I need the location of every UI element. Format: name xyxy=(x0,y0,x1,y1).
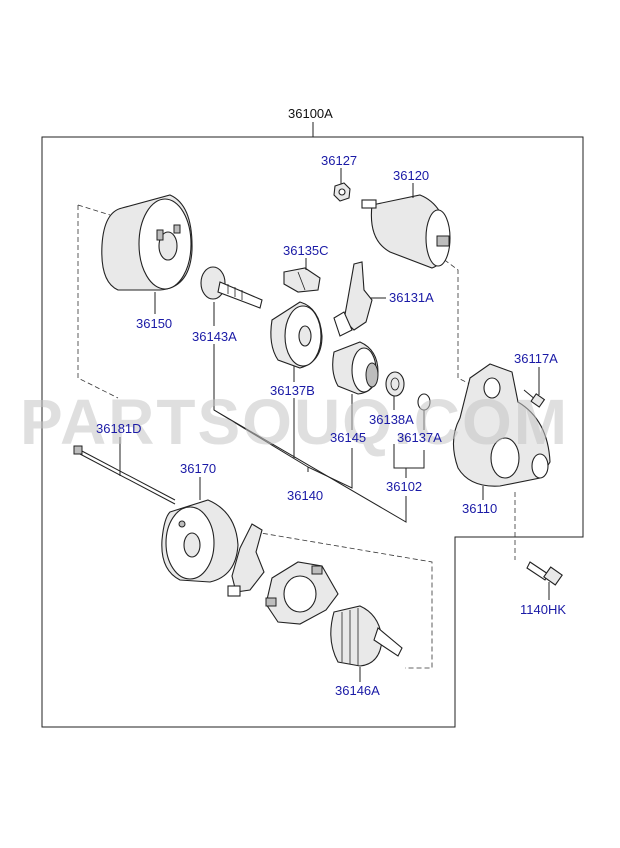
label-36138a: 36138A xyxy=(369,412,414,427)
front-bracket-part xyxy=(452,363,551,487)
drive-shaft-part xyxy=(200,266,263,309)
label-36140: 36140 xyxy=(287,488,323,503)
brush-holder-part xyxy=(265,561,339,625)
label-36135c: 36135C xyxy=(283,243,329,258)
guide-dash-left-top xyxy=(77,204,111,216)
watermark-text: PARTSOUQ.COM xyxy=(20,386,569,458)
retainer-clip-part xyxy=(283,267,321,293)
label-36110: 36110 xyxy=(462,501,497,516)
flange-bolt-part xyxy=(526,561,563,586)
label-36170: 36170 xyxy=(180,461,216,476)
through-bolt-part xyxy=(73,445,176,505)
leader-36140-to-36102 xyxy=(213,409,407,523)
guide-dash-right xyxy=(437,254,479,389)
stop-collar-inner xyxy=(390,377,400,391)
label-36127: 36127 xyxy=(321,153,357,168)
armature-part xyxy=(330,605,403,667)
rear-bracket-part xyxy=(161,499,239,583)
brush-spring-part xyxy=(227,523,265,597)
label-36137b: 36137B xyxy=(270,383,315,398)
label-36102: 36102 xyxy=(386,479,422,494)
overrunning-clutch-part xyxy=(332,341,379,395)
small-bolt-part xyxy=(523,389,546,408)
stop-collar-part xyxy=(385,371,405,397)
solenoid-part xyxy=(361,194,451,269)
label-1140hk: 1140HK xyxy=(520,602,566,617)
label-36143a: 36143A xyxy=(192,329,237,344)
label-36131a: 36131A xyxy=(389,290,434,305)
gear-housing-part xyxy=(270,301,323,369)
label-36137a: 36137A xyxy=(397,430,442,445)
leader-36102-group xyxy=(393,444,425,478)
label-36145: 36145 xyxy=(330,430,366,445)
guide-dash-brush xyxy=(254,531,433,669)
label-36150: 36150 xyxy=(136,316,172,331)
nut-part xyxy=(333,182,351,202)
label-36120: 36120 xyxy=(393,168,429,183)
guide-dash-left xyxy=(77,205,119,399)
label-36146a: 36146A xyxy=(335,683,380,698)
label-36117a: 36117A xyxy=(514,351,558,366)
shift-lever-part xyxy=(333,261,373,337)
label-36100a: 36100A xyxy=(288,106,333,121)
yoke-housing-part xyxy=(101,194,193,291)
label-36181d: 36181D xyxy=(96,421,142,436)
assembly-frame xyxy=(41,136,584,728)
